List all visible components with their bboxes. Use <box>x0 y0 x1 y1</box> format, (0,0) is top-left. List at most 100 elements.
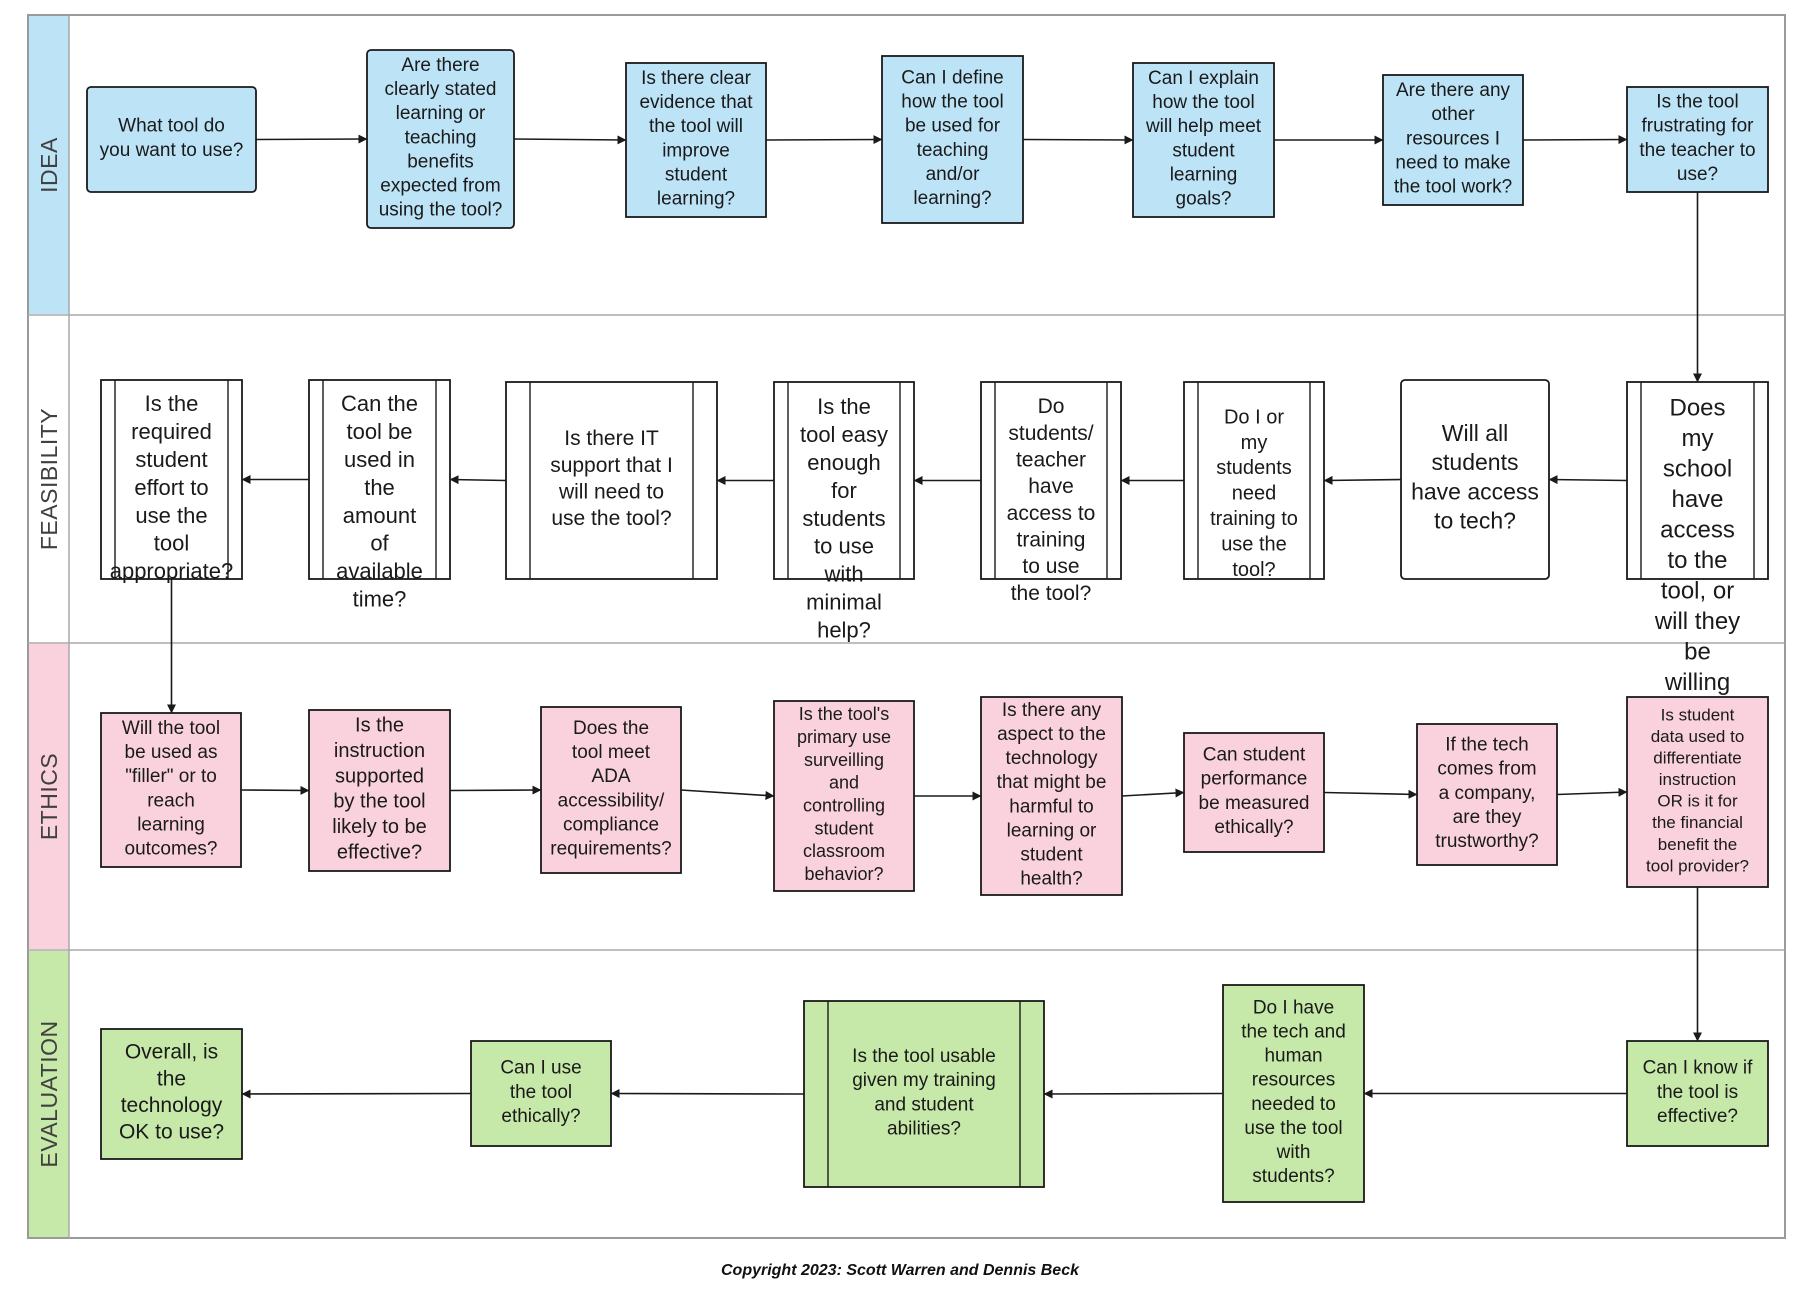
step-box <box>1183 381 1325 580</box>
connector-i2-to-i3 <box>513 135 627 145</box>
step-box <box>100 712 242 868</box>
step-box <box>100 1028 243 1160</box>
connector-e7-to-e8 <box>1556 787 1628 797</box>
lane-header-feasibility <box>29 316 69 642</box>
step-box <box>1382 74 1524 206</box>
step-box <box>86 86 257 193</box>
step-box <box>540 706 682 874</box>
step-box <box>1400 379 1550 580</box>
connector-e3-to-e4 <box>680 789 775 800</box>
lane-label-evaluation: EVALUATION <box>36 1020 62 1167</box>
connector-i3-to-i4 <box>765 135 883 145</box>
step-box <box>1626 696 1769 888</box>
connector-i4-to-i5 <box>1022 135 1134 145</box>
connector-e5-to-e6 <box>1121 788 1185 798</box>
step-box <box>1132 62 1275 218</box>
step-box <box>1222 984 1365 1203</box>
step-box <box>100 379 243 580</box>
connectors <box>167 134 1702 1099</box>
lane-label-feasibility: FEASIBILITY <box>36 408 62 550</box>
step-box <box>505 381 718 580</box>
connector-e1-to-e2 <box>240 785 310 795</box>
connector-e6-to-e7 <box>1323 789 1418 799</box>
connector-e2-to-e3 <box>449 785 542 795</box>
step-box <box>308 379 451 580</box>
lane-label-idea: IDEA <box>36 137 62 193</box>
connector-i6-to-i7 <box>1522 135 1628 145</box>
step-box <box>1183 732 1325 853</box>
lane-header-ethics <box>29 644 69 949</box>
connector-i1-to-i2 <box>255 134 368 144</box>
lane-header-evaluation <box>29 951 69 1237</box>
copyright-notice: Copyright 2023: Scott Warren and Dennis … <box>720 1262 1079 1279</box>
step-box <box>980 696 1123 896</box>
connector-v2-to-v3 <box>1043 1089 1224 1099</box>
step-box <box>773 700 915 892</box>
step-box <box>1416 723 1558 866</box>
lane-header-idea <box>29 16 69 314</box>
step-box <box>773 381 915 580</box>
step-box <box>1626 1040 1769 1147</box>
step-box <box>308 709 451 872</box>
step-box <box>1626 381 1769 580</box>
step-box <box>470 1040 612 1147</box>
lane-label-ethics: ETHICS <box>36 753 62 840</box>
connector-v4-to-v5 <box>241 1089 472 1099</box>
step-box <box>881 55 1024 224</box>
step-box <box>980 381 1122 580</box>
